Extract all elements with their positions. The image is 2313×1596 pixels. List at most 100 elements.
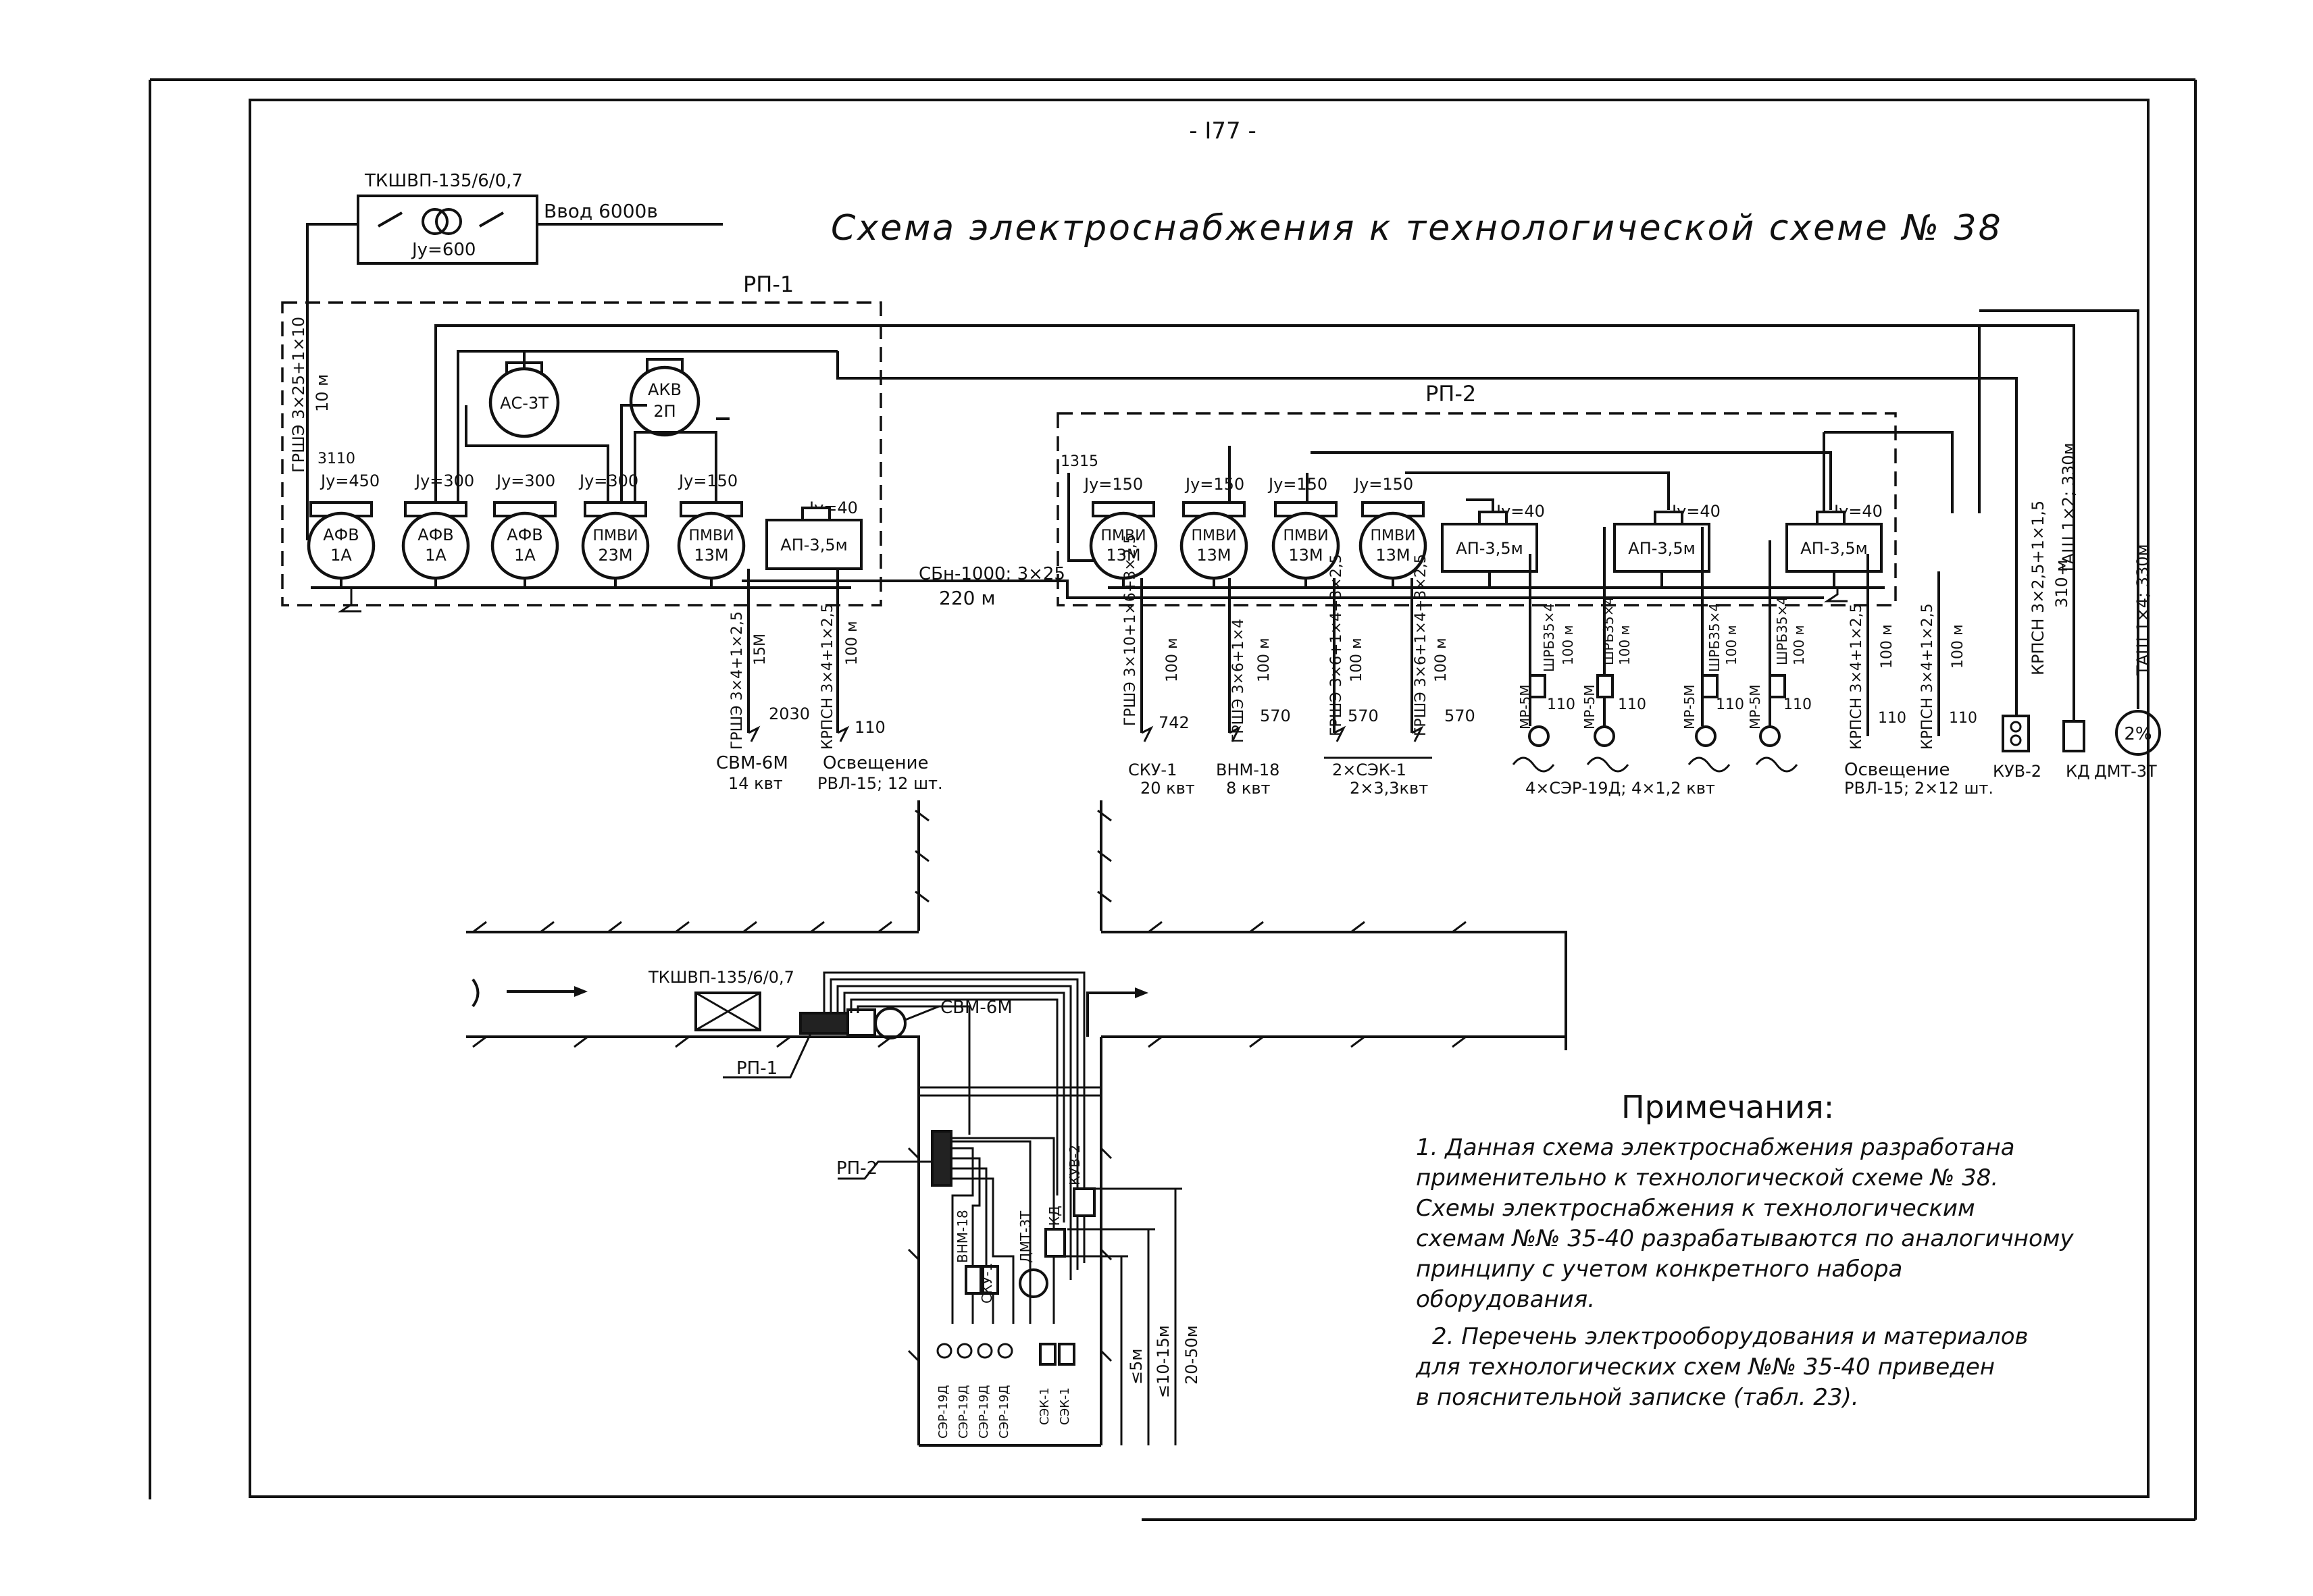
svg-text:220 м: 220 м	[939, 587, 995, 609]
mine-plan: ТКШВП-135/6/0,7 СВМ-6М РП-1 РП-2 ВНМ-18 …	[466, 800, 1567, 1447]
svg-text:110: 110	[1949, 710, 1977, 727]
rp1-feeder-length: 10 м	[313, 374, 332, 412]
svg-text:КРПСН 3×4+1×2,5: КРПСН 3×4+1×2,5	[819, 603, 836, 750]
svg-text:13М: 13М	[1196, 546, 1231, 565]
svg-text:МР-5М: МР-5М	[1747, 684, 1763, 729]
rp2-branch-3: ГРШЭ 3×6+1×4+3×2,5 100 м 570	[1328, 554, 1379, 742]
svg-text:ПМВИ: ПМВИ	[592, 527, 638, 544]
rp2-unit-4: ПМВИ 13М	[1358, 501, 1427, 580]
page-number: - I77 -	[1189, 118, 1256, 145]
svg-text:4×СЭР-19Д; 4×1,2 квт: 4×СЭР-19Д; 4×1,2 квт	[1525, 779, 1715, 798]
rp1-ap-starter: Jу=40 АП-3,5м	[765, 498, 863, 570]
svg-text:15М: 15М	[752, 634, 769, 665]
input-voltage-label: Ввод 6000в	[544, 200, 658, 222]
svg-text:РП-1: РП-1	[736, 1058, 778, 1079]
svg-text:1315: 1315	[1061, 453, 1098, 470]
rp2-branch-2: ГРШЭ 3×6+1×4 100 м 570 ВНМ-18 8 квт	[1216, 578, 1291, 798]
svg-text:МР-5М: МР-5М	[1581, 684, 1598, 729]
svg-text:110: 110	[855, 718, 886, 737]
rp1-node: 3110	[317, 451, 355, 467]
svg-text:принципу с учетом конкретного: принципу с учетом конкретного набора	[1416, 1256, 1902, 1283]
svg-text:310 м: 310 м	[2052, 559, 2071, 608]
svg-text:100 м: 100 м	[1617, 625, 1633, 665]
svg-text:Jу=300: Jу=300	[414, 471, 474, 490]
svg-text:КД: КД	[2066, 762, 2090, 781]
svg-text:ТАШ 1×2; 330м: ТАШ 1×2; 330м	[2059, 442, 2078, 575]
svg-text:МР-5М: МР-5М	[1517, 684, 1533, 729]
svg-text:СЭК-1: СЭК-1	[1038, 1387, 1052, 1425]
svg-text:АС-3Т: АС-3Т	[500, 394, 549, 413]
svg-text:570: 570	[1348, 706, 1379, 725]
rp1-unit-afv-1: АФВ 1А	[307, 501, 376, 580]
transformer-block: ТКШВП-135/6/0,7 Jу=600 Ввод 6000в	[306, 171, 723, 540]
svg-text:ГРШЭ 3×4+1×2,5: ГРШЭ 3×4+1×2,5	[729, 611, 746, 750]
svg-text:13М: 13М	[694, 546, 728, 565]
svg-text:ШРБ35×4: ШРБ35×4	[1774, 596, 1790, 665]
svg-text:КРПСН 3×4+1×2,5: КРПСН 3×4+1×2,5	[1919, 603, 1936, 750]
svg-text:110: 110	[1716, 696, 1744, 713]
svg-text:ПМВИ: ПМВИ	[1283, 527, 1328, 544]
svg-text:2030: 2030	[769, 704, 810, 723]
svg-text:Jу=150: Jу=150	[1353, 475, 1413, 494]
svg-text:2. Перечень электрооборудовани: 2. Перечень электрооборудования и матери…	[1432, 1323, 2029, 1350]
svg-text:100 м: 100 м	[1348, 638, 1365, 682]
svg-text:ГРШЭ 3×10+1×6+3×2,5: ГРШЭ 3×10+1×6+3×2,5	[1122, 534, 1139, 726]
svg-text:в пояснительной записке (табл.: в пояснительной записке (табл. 23).	[1416, 1384, 1859, 1411]
svg-text:ПМВИ: ПМВИ	[1100, 527, 1146, 544]
rp1-branch-lighting: КРПСН 3×4+1×2,5 100 м 110 Освещение РВЛ-…	[817, 569, 943, 793]
svg-text:Освещение: Освещение	[1844, 760, 1950, 780]
svg-text:20 квт: 20 квт	[1140, 779, 1195, 798]
svg-text:2П: 2П	[653, 402, 676, 421]
svg-text:ГРШЭ 3×6+1×4+3×2,5: ГРШЭ 3×6+1×4+3×2,5	[1328, 554, 1345, 736]
svg-text:КД: КД	[1046, 1206, 1063, 1226]
svg-text:110: 110	[1878, 710, 1906, 727]
svg-text:23М: 23М	[598, 546, 632, 565]
transformer-setting: Jу=600	[411, 240, 476, 260]
svg-text:ТКШВП-135/6/0,7: ТКШВП-135/6/0,7	[648, 968, 794, 987]
rp1-unit-afv-3: АФВ 1А	[490, 501, 559, 580]
svg-text:100 м: 100 м	[1950, 624, 1966, 669]
svg-text:110: 110	[1618, 696, 1646, 713]
svg-text:СКУ-1: СКУ-1	[979, 1263, 995, 1304]
svg-text:Jу=300: Jу=300	[578, 471, 638, 490]
svg-text:Jу=150: Jу=150	[1083, 475, 1143, 494]
svg-text:1А: 1А	[514, 546, 536, 565]
trunk-cable: СБн-1000; 3×25 220 м	[742, 564, 1824, 609]
svg-text:СВМ-6М: СВМ-6М	[940, 998, 1013, 1018]
svg-text:СВМ-6М: СВМ-6М	[716, 753, 788, 773]
svg-text:АКВ: АКВ	[648, 380, 682, 399]
svg-text:ПМВИ: ПМВИ	[688, 527, 734, 544]
svg-text:АП-3,5м: АП-3,5м	[1628, 539, 1695, 558]
rp2-unit-1: ПМВИ 13М	[1089, 501, 1158, 580]
svg-text:СКУ-1: СКУ-1	[1128, 761, 1177, 779]
svg-text:570: 570	[1260, 706, 1291, 725]
svg-text:100 м: 100 м	[1723, 625, 1739, 665]
svg-text:ТАШ 1×4; 330м: ТАШ 1×4; 330м	[2133, 544, 2152, 676]
right-side-lines: КРПСН 3×2,5+1×1,5 310 м КУВ-2 ТАШ 1×2; 3…	[1932, 309, 2161, 781]
rp2-lighting-branches: КРПСН 3×4+1×2,5 100 м КРПСН 3×4+1×2,5 10…	[1844, 554, 1993, 798]
svg-text:13М: 13М	[1106, 546, 1140, 565]
notes-block: Примечания: 1. Данная схема электроснабж…	[1415, 1089, 2074, 1411]
svg-text:СЭК-1: СЭК-1	[1058, 1387, 1072, 1425]
svg-text:20-50м: 20-50м	[1182, 1325, 1201, 1385]
svg-text:СЭР-19Д: СЭР-19Д	[957, 1385, 971, 1439]
rp2-unit-3: ПМВИ 13М	[1271, 501, 1340, 580]
svg-text:1А: 1А	[330, 546, 352, 565]
svg-text:СЭР-19Д: СЭР-19Д	[936, 1385, 950, 1439]
rp1-feeder-cable: ГРШЭ 3×25+1×10	[289, 317, 308, 473]
rp2-mr-branches: ШРБ35×4 100 м ШРБ35×4 100 м ШРБ35×4 100 …	[1512, 527, 1812, 798]
rp2-unit-2: ПМВИ 13М	[1179, 501, 1248, 580]
svg-text:КУВ-2: КУВ-2	[1067, 1145, 1083, 1185]
svg-text:СЭР-19Д: СЭР-19Д	[977, 1385, 991, 1439]
svg-text:РВЛ-15; 12 шт.: РВЛ-15; 12 шт.	[817, 774, 943, 793]
sheet-frame	[149, 78, 2197, 1521]
svg-text:РВЛ-15; 2×12 шт.: РВЛ-15; 2×12 шт.	[1844, 779, 1993, 798]
svg-text:100 м: 100 м	[1164, 638, 1181, 682]
svg-text:ШРБ35×4: ШРБ35×4	[1706, 603, 1723, 672]
svg-text:110: 110	[1783, 696, 1812, 713]
svg-text:ШРБ35×4: ШРБ35×4	[1600, 596, 1617, 665]
svg-text:Освещение: Освещение	[823, 753, 928, 773]
rp1-unit-afv-2: АФВ 1А	[401, 501, 470, 580]
svg-text:2×3,3квт: 2×3,3квт	[1350, 779, 1428, 798]
svg-text:АФВ: АФВ	[507, 525, 543, 544]
